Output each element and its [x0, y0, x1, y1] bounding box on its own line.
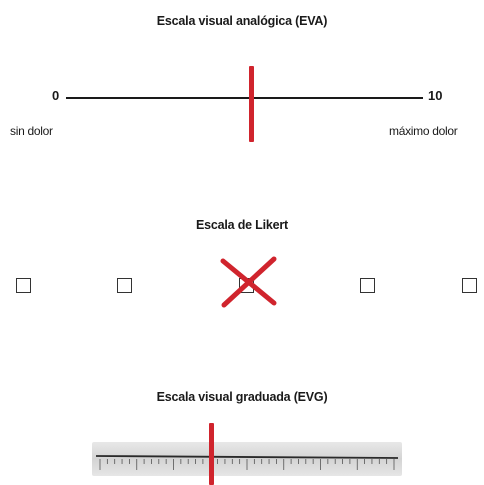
likert-option-2[interactable] [117, 278, 132, 293]
evg-pain-marker[interactable] [209, 423, 214, 485]
eva-title: Escala visual analógica (EVA) [156, 14, 328, 28]
eva-min-label: sin dolor [10, 124, 53, 138]
eva-scale-line [66, 97, 423, 99]
likert-option-4[interactable] [360, 278, 375, 293]
likert-option-5[interactable] [462, 278, 477, 293]
eva-pain-marker[interactable] [249, 66, 254, 142]
likert-title: Escala de Likert [196, 218, 288, 232]
eva-max-label: máximo dolor [389, 124, 458, 138]
evg-ruler [92, 442, 402, 476]
eva-max-value: 10 [428, 88, 443, 103]
likert-selected-cross-icon [220, 256, 277, 308]
likert-option-1[interactable] [16, 278, 31, 293]
eva-min-value: 0 [52, 88, 60, 103]
evg-title: Escala visual graduada (EVG) [156, 390, 328, 404]
